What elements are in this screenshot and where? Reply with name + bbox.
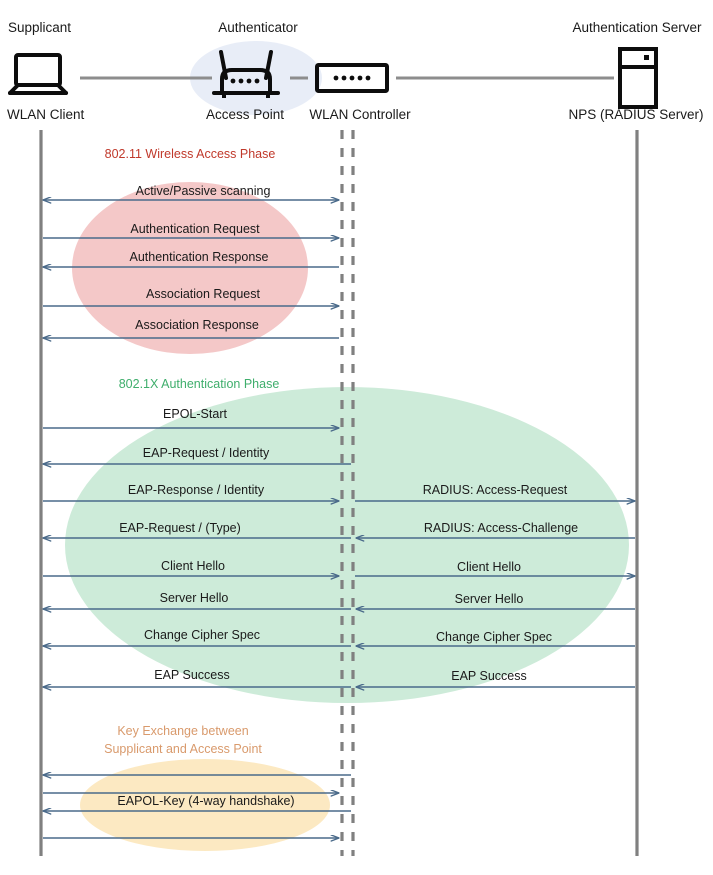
- phase-label-key-exchange-line1: Key Exchange between: [117, 724, 249, 738]
- device-label-access-point: Access Point: [205, 107, 285, 122]
- message-label-client-hello-right: Client Hello: [457, 560, 521, 574]
- phase-8021x-ellipse: [65, 387, 629, 703]
- message-label-association-response: Association Response: [135, 318, 259, 332]
- message-label-epol-start: EPOL-Start: [163, 407, 227, 421]
- phase-80211-ellipse: [72, 182, 308, 354]
- message-label-eap-success-right: EAP Success: [451, 669, 527, 683]
- message-label-eap-response-identity: EAP-Response / Identity: [127, 483, 265, 497]
- server-icon: [618, 47, 658, 109]
- device-label-wlan-controller: WLAN Controller: [309, 107, 411, 122]
- device-label-nps: NPS (RADIUS Server): [568, 107, 704, 122]
- message-label-server-hello-left: Server Hello: [159, 591, 229, 605]
- message-label-authentication-response: Authentication Response: [129, 250, 269, 264]
- message-label-eap-request-type: EAP-Request / (Type): [119, 521, 241, 535]
- message-label-eap-request-identity: EAP-Request / Identity: [142, 446, 270, 460]
- wlan-controller-icon: [315, 63, 389, 93]
- phase-keyexchange-ellipse: [80, 759, 330, 851]
- device-label-wlan-client: WLAN Client: [7, 107, 85, 122]
- phase-label-80211: 802.11 Wireless Access Phase: [104, 147, 276, 161]
- message-label-eapol-key: EAPOL-Key (4-way handshake): [117, 794, 295, 808]
- message-label-server-hello-right: Server Hello: [454, 592, 524, 606]
- access-point-icon: [212, 50, 280, 98]
- message-label-radius-access-request: RADIUS: Access-Request: [422, 483, 568, 497]
- message-label-client-hello-left: Client Hello: [161, 559, 225, 573]
- role-title-authenticator: Authenticator: [218, 20, 298, 35]
- message-label-association-request: Association Request: [146, 287, 260, 301]
- message-label-radius-access-challenge: RADIUS: Access-Challenge: [423, 521, 579, 535]
- message-label-eap-success-left: EAP Success: [154, 668, 230, 682]
- phase-label-key-exchange-line2: Supplicant and Access Point: [104, 742, 262, 757]
- role-title-supplicant: Supplicant: [8, 20, 72, 35]
- role-title-authentication-server: Authentication Server: [572, 20, 702, 35]
- laptop-icon: [8, 53, 68, 95]
- message-label-change-cipher-spec-right: Change Cipher Spec: [435, 630, 553, 644]
- phase-label-8021x: 802.1X Authentication Phase: [118, 377, 280, 391]
- phase-label-key-exchange: Key Exchange between Supplicant and Acce…: [83, 722, 283, 758]
- message-label-change-cipher-spec-left: Change Cipher Spec: [143, 628, 261, 642]
- message-label-active-passive-scanning: Active/Passive scanning: [135, 184, 271, 198]
- message-label-authentication-request: Authentication Request: [130, 222, 260, 236]
